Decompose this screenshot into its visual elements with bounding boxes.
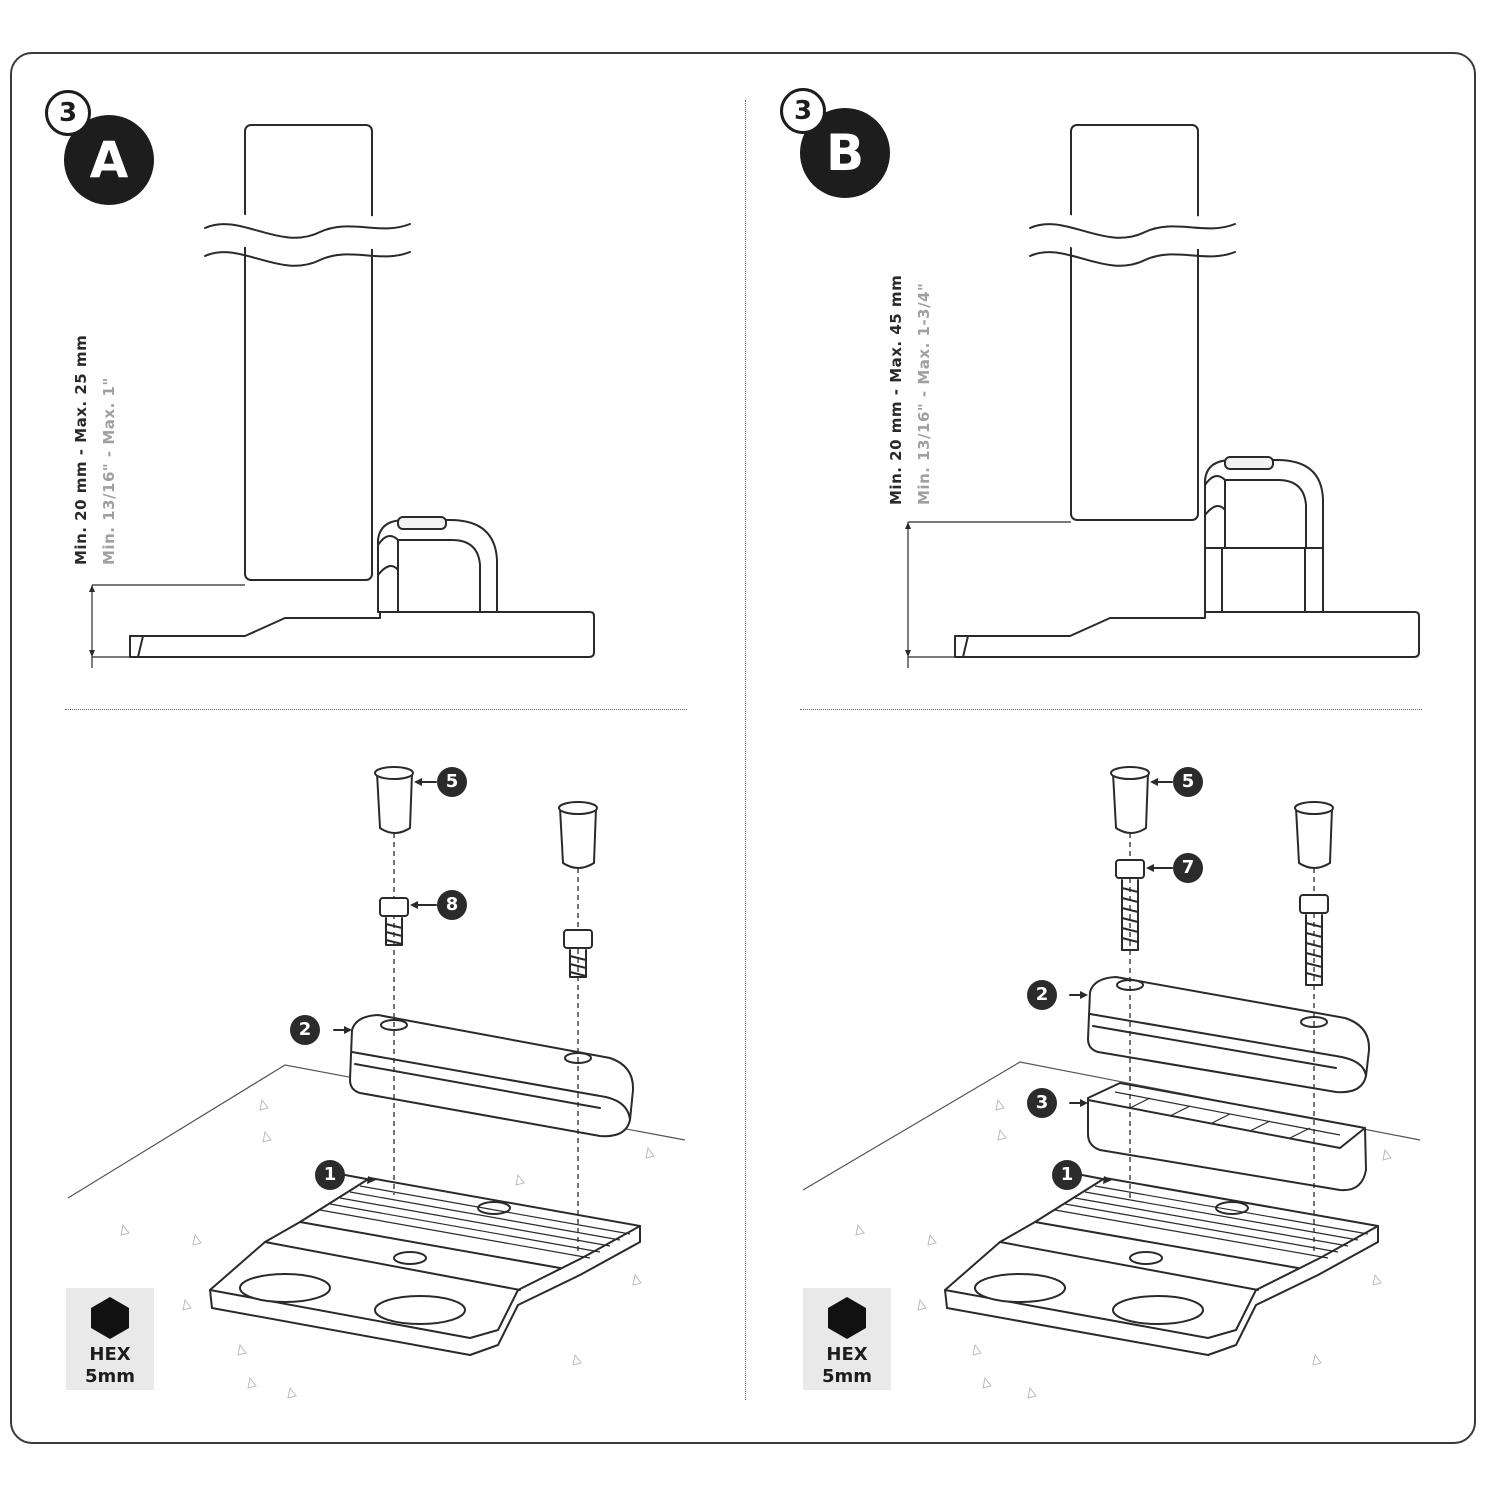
tool-size-a: 5mm <box>84 1366 136 1387</box>
vertical-divider <box>745 100 746 1400</box>
callout-a-part-5: 5 <box>437 767 467 797</box>
tool-size-b: 5mm <box>821 1366 873 1387</box>
step-badge-a: 3 <box>45 90 91 136</box>
callout-b-part-5: 5 <box>1173 767 1203 797</box>
callout-a-part-1: 1 <box>315 1160 345 1190</box>
side-view-a <box>89 124 595 668</box>
callout-b-part-3: 3 <box>1027 1088 1057 1118</box>
tool-label-a: HEX <box>89 1344 131 1365</box>
hexagon-icon <box>91 1297 129 1339</box>
tool-hex-b: HEX 5mm <box>803 1288 891 1390</box>
callout-b-part-1: 1 <box>1052 1160 1082 1190</box>
exploded-view-a <box>67 766 686 1399</box>
hexagon-icon <box>828 1297 866 1339</box>
callout-a-part-8: 8 <box>437 890 467 920</box>
callout-a-part-2: 2 <box>290 1015 320 1045</box>
tool-label-b: HEX <box>826 1344 868 1365</box>
callout-b-part-7: 7 <box>1173 853 1203 883</box>
side-view-b <box>905 124 1420 668</box>
exploded-view-b <box>802 766 1421 1399</box>
horizontal-divider-a <box>65 709 687 710</box>
callout-b-part-2: 2 <box>1027 980 1057 1010</box>
step-badge-b: 3 <box>780 88 826 134</box>
horizontal-divider-b <box>800 709 1422 710</box>
tool-hex-a: HEX 5mm <box>66 1288 154 1390</box>
outer-frame <box>10 52 1476 1444</box>
